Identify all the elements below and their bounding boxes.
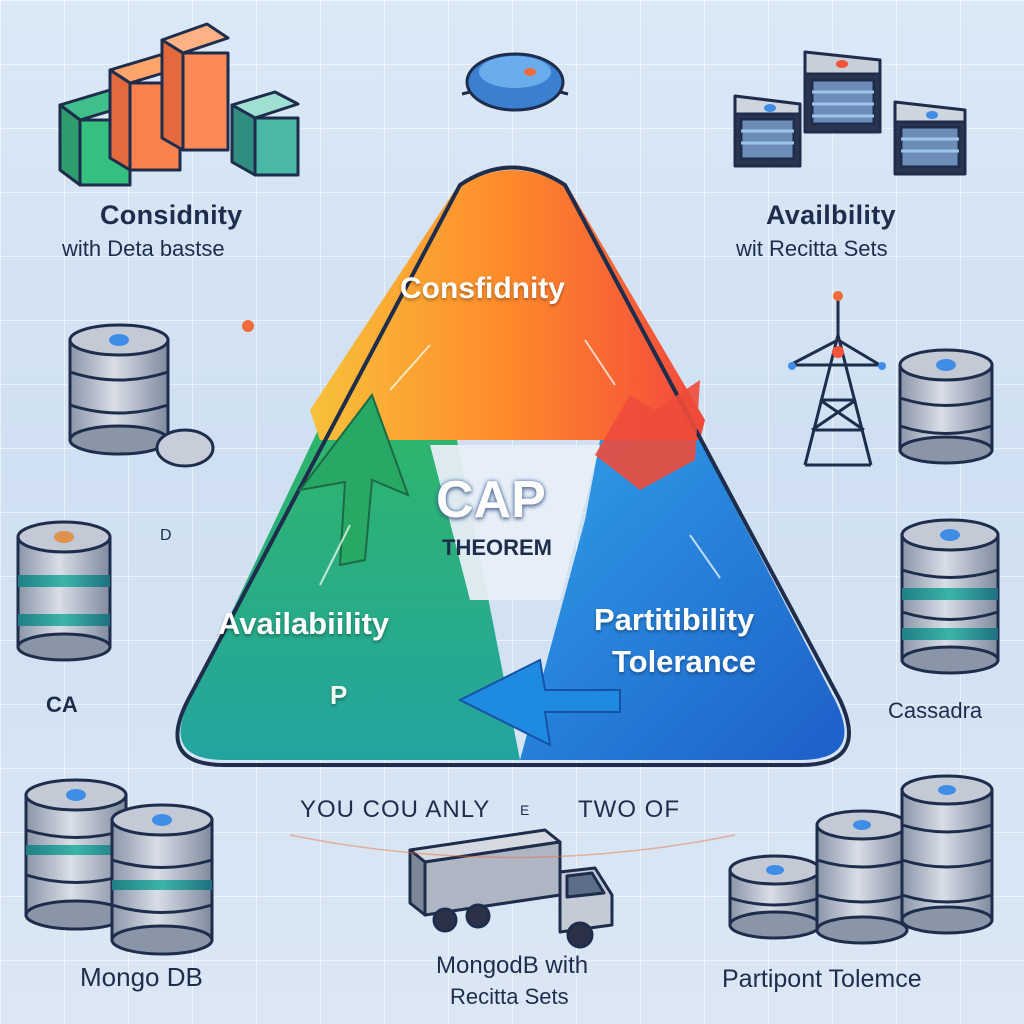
cap-subtitle: THEOREM xyxy=(442,535,552,560)
database-icon xyxy=(68,323,215,468)
guide-line xyxy=(319,524,351,586)
database-icon xyxy=(815,809,909,945)
triangle-outline xyxy=(175,165,851,767)
database-icon xyxy=(16,520,112,662)
top-left-subtitle: with Deta bastse xyxy=(62,236,225,261)
globe-icon xyxy=(461,52,569,112)
database-icon xyxy=(110,803,214,956)
partition-segment xyxy=(520,440,845,760)
top-left-title: Considnity xyxy=(100,200,243,230)
footer-right-text: TWO OF xyxy=(578,796,680,823)
mongodb-replica-label-line2: Recitta Sets xyxy=(450,984,569,1009)
green-arrow-icon xyxy=(297,392,410,567)
database-icon xyxy=(24,778,128,931)
cap-triangle xyxy=(175,165,851,767)
availability-label: Availabiility xyxy=(218,606,390,641)
footer-mid-text: E xyxy=(520,802,530,818)
guide-line xyxy=(389,344,431,391)
mongodb-label: Mongo DB xyxy=(80,962,203,992)
blue-arrow-icon xyxy=(457,658,621,747)
guide-line xyxy=(689,534,721,579)
consistency-label: Consfidnity xyxy=(400,272,565,305)
top-right-title: Availbility xyxy=(766,200,896,230)
cassandra-label: Cassadra xyxy=(888,698,983,723)
guide-arc xyxy=(289,834,736,859)
small-d-label: D xyxy=(160,527,172,544)
guide-line xyxy=(584,339,616,386)
delivery-truck-icon xyxy=(408,828,614,949)
partition-label-line2: Tolerance xyxy=(612,644,757,679)
partition-label-line1: Partitibility xyxy=(594,602,755,637)
availability-segment xyxy=(180,430,520,760)
database-icon xyxy=(898,348,994,465)
p-marker-label: P xyxy=(330,680,348,710)
database-icon xyxy=(900,774,994,935)
triangle-center xyxy=(430,445,600,600)
server-stack-icon xyxy=(733,50,967,176)
ca-label: CA xyxy=(46,692,78,717)
bar-blocks-icon xyxy=(58,22,300,187)
cap-title: CAP xyxy=(436,471,546,529)
top-right-subtitle: wit Recitta Sets xyxy=(736,236,888,261)
partition-bottom-right-label: Partipont Tolemce xyxy=(722,965,922,993)
red-arrow-icon xyxy=(595,380,700,490)
footer-left-text: YOU COU ANLY xyxy=(300,796,491,823)
radio-tower-icon xyxy=(788,291,886,467)
database-icon xyxy=(900,518,1000,675)
accent-dot xyxy=(242,320,254,332)
database-icon xyxy=(728,854,822,940)
mongodb-replica-label-line1: MongodB with xyxy=(436,952,589,979)
